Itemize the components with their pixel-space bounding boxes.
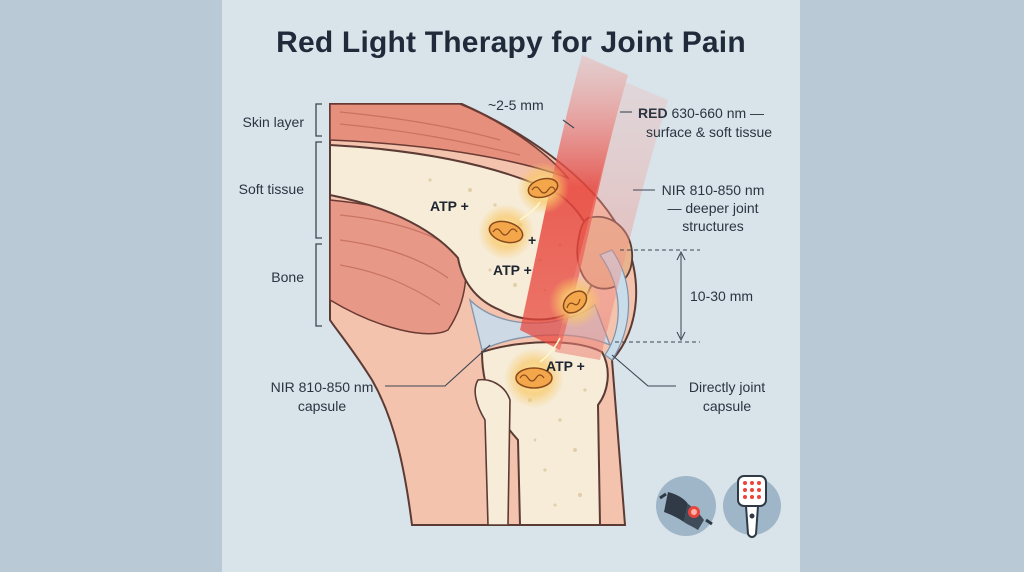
handheld-led-device-icon bbox=[723, 475, 781, 538]
left-callout-line2: capsule bbox=[297, 398, 347, 414]
deep-depth-label: 10-30 mm bbox=[690, 288, 754, 304]
right-callout-line1: Directly joint bbox=[688, 379, 766, 395]
leader-lines bbox=[385, 111, 676, 387]
atp-marker-3: ATP + bbox=[546, 358, 585, 374]
red-light-beam bbox=[520, 55, 628, 350]
soft-tissue-label: Soft tissue bbox=[238, 181, 304, 197]
left-callout-line1: NIR 810-850 nm bbox=[270, 379, 374, 395]
nir-callout-line3: structures bbox=[682, 218, 744, 234]
layer-brackets bbox=[315, 103, 322, 327]
knee-wrap-device-icon bbox=[656, 476, 716, 536]
mitochondria-group bbox=[478, 162, 601, 408]
depth-dimension bbox=[615, 249, 700, 343]
fibula-bone-shape bbox=[474, 378, 511, 526]
nir-callout-line2: — deeper joint bbox=[667, 200, 759, 216]
red-callout-line2: surface & soft tissue bbox=[646, 124, 773, 140]
atp-plus-marker: + bbox=[528, 232, 537, 248]
bone-label: Bone bbox=[271, 269, 304, 285]
right-callout-line2: capsule bbox=[702, 398, 752, 414]
nir-callout-line1: NIR 810-850 nm bbox=[661, 182, 765, 198]
page-title: Red Light Therapy for Joint Pain bbox=[276, 26, 746, 59]
shallow-depth-label: ~2-5 mm bbox=[488, 97, 544, 113]
atp-marker-2: ATP + bbox=[493, 262, 532, 278]
skin-layer-label: Skin layer bbox=[242, 114, 304, 130]
energy-arrows bbox=[519, 201, 561, 363]
atp-marker-1: ATP + bbox=[430, 198, 469, 214]
red-callout-line1: RED 630-660 nm — bbox=[638, 105, 765, 121]
